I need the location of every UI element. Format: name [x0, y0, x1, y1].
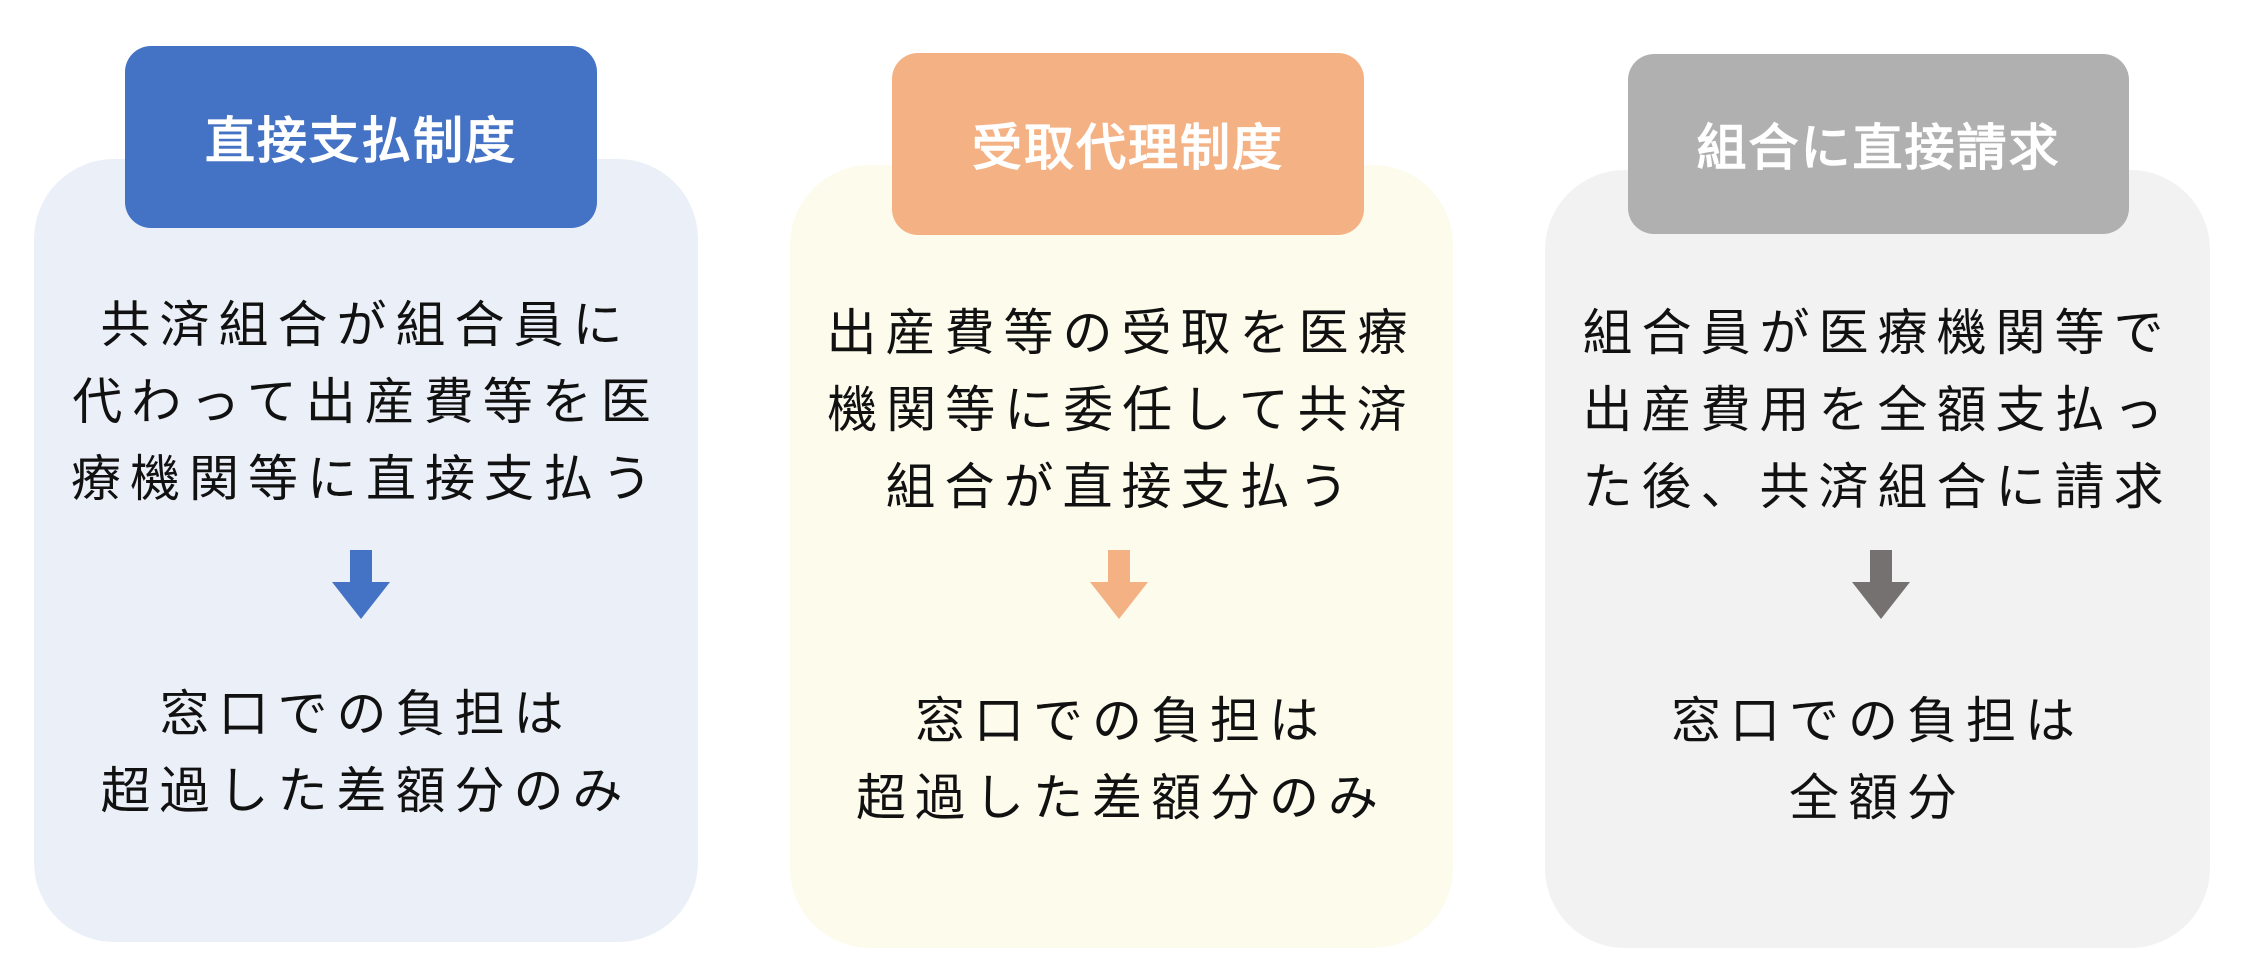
card-receipt-proxy-title: 受取代理制度: [892, 53, 1364, 235]
card-direct-claim-description: 組合員が医療機関等で 出産費用を全額支払っ た後、共済組合に請求: [1545, 295, 2210, 526]
card-direct-payment-description: 共済組合が組合員に 代わって出産費等を医 療機関等に直接支払う: [34, 287, 698, 518]
card-direct-payment-result: 窓口での負担は 超過した差額分のみ: [34, 676, 698, 830]
description-line: 代わって出産費等を医: [72, 373, 660, 431]
result-line: 窓口での負担は: [159, 685, 573, 743]
down-arrow-icon: [1089, 550, 1149, 620]
description-line: 機関等に委任して共済: [827, 381, 1416, 439]
title-text: 組合に直接請求: [1696, 119, 2061, 177]
description-line: 共済組合が組合員に: [100, 296, 632, 354]
card-receipt-proxy-description: 出産費等の受取を医療 機関等に委任して共済 組合が直接支払う: [790, 295, 1453, 526]
description-line: 出産費等の受取を医療: [826, 304, 1417, 362]
result-line: 全額分: [1789, 769, 1966, 827]
card-direct-payment-title: 直接支払制度: [125, 46, 597, 228]
title-text: 受取代理制度: [972, 119, 1284, 177]
description-line: 組合が直接支払う: [885, 458, 1358, 516]
down-arrow-icon: [331, 550, 391, 620]
description-line: 出産費用を全額支払っ: [1582, 381, 2173, 439]
down-arrow-icon: [1851, 550, 1911, 620]
result-line: 超過した差額分のみ: [856, 769, 1387, 827]
result-line: 窓口での負担は: [915, 692, 1328, 750]
card-receipt-proxy-result: 窓口での負担は 超過した差額分のみ: [790, 683, 1453, 837]
title-text: 直接支払制度: [205, 112, 517, 170]
result-line: 超過した差額分のみ: [100, 762, 632, 820]
description-line: 療機関等に直接支払う: [71, 450, 661, 508]
result-line: 窓口での負担は: [1671, 692, 2084, 750]
description-line: 組合員が医療機関等で: [1582, 304, 2173, 362]
card-direct-claim-title: 組合に直接請求: [1628, 54, 2129, 234]
card-direct-claim-result: 窓口での負担は 全額分: [1545, 683, 2210, 837]
description-line: た後、共済組合に請求: [1582, 458, 2173, 516]
